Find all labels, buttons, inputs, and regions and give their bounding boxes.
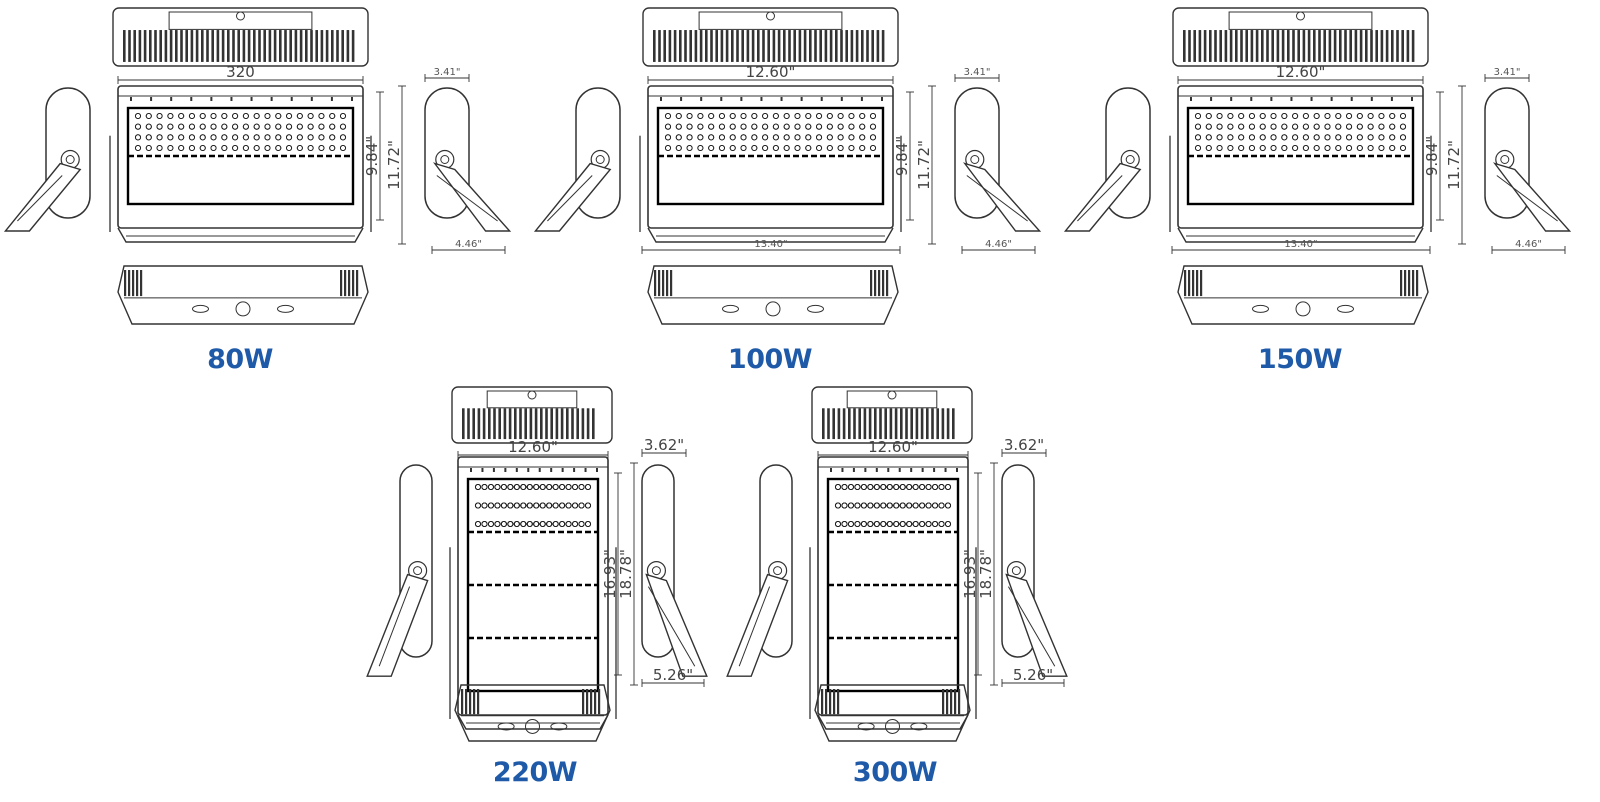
svg-text:12.60": 12.60" xyxy=(746,63,796,81)
front-view xyxy=(449,456,617,730)
dimension-width: 13.40" xyxy=(641,239,901,254)
svg-text:4.46": 4.46" xyxy=(455,239,482,250)
dimension-width: 12.60" xyxy=(817,438,969,459)
svg-text:9.84": 9.84" xyxy=(893,136,911,176)
side-view xyxy=(1063,87,1151,232)
dimension-width: 13.40" xyxy=(1171,239,1431,254)
svg-text:3.41": 3.41" xyxy=(964,67,991,78)
dimension-height: 11.72" xyxy=(915,85,936,245)
front-view xyxy=(809,456,977,730)
bottom-view xyxy=(814,684,971,742)
heatsink-view xyxy=(811,386,973,444)
bottom-view xyxy=(117,265,369,325)
side-view xyxy=(954,87,1042,232)
svg-text:100W: 100W xyxy=(728,344,812,375)
dimension-height: 18.78" xyxy=(617,462,638,686)
side-view xyxy=(366,464,433,677)
svg-text:3.41": 3.41" xyxy=(434,67,461,78)
dimension-width: 3.41" xyxy=(954,67,1000,82)
dimension-width: 12.60" xyxy=(1177,63,1424,84)
fixture-100w: 12.60" 9.84"11.72" 3.41" 4.46" 13.40" 100W xyxy=(533,7,1042,375)
fixture-80w: 320 9.84"11.72" 3.41" 4.46" 80W xyxy=(3,7,512,375)
heatsink-view xyxy=(112,7,369,67)
dimension-width: 320 xyxy=(117,63,364,84)
dimension-height: 16.93" xyxy=(601,472,622,676)
heatsink-view xyxy=(1172,7,1429,67)
svg-text:11.72": 11.72" xyxy=(915,140,933,190)
dimension-height: 11.72" xyxy=(1445,85,1466,245)
dimension-width: 3.62" xyxy=(1001,436,1047,457)
dimension-width: 5.26" xyxy=(641,666,705,687)
svg-text:5.26": 5.26" xyxy=(1013,666,1053,684)
side-view xyxy=(533,87,621,232)
bottom-view xyxy=(647,265,899,325)
svg-text:18.78": 18.78" xyxy=(617,549,635,599)
dimension-height: 11.72" xyxy=(385,85,406,245)
dimension-height: 18.78" xyxy=(977,462,998,686)
svg-text:300W: 300W xyxy=(853,757,937,788)
dimension-width: 5.26" xyxy=(1001,666,1065,687)
svg-text:3.62": 3.62" xyxy=(644,436,684,454)
front-view xyxy=(639,85,902,243)
bottom-view xyxy=(1177,265,1429,325)
bottom-view xyxy=(454,684,611,742)
dimension-width: 3.41" xyxy=(1484,67,1530,82)
front-view xyxy=(1169,85,1432,243)
dimension-height: 9.84" xyxy=(363,91,384,221)
dimension-height: 9.84" xyxy=(893,91,914,221)
svg-text:3.62": 3.62" xyxy=(1004,436,1044,454)
dimension-height: 16.93" xyxy=(961,472,982,676)
side-view xyxy=(3,87,91,232)
side-view xyxy=(1484,87,1572,232)
svg-text:16.93": 16.93" xyxy=(961,549,979,599)
dimension-height: 9.84" xyxy=(1423,91,1444,221)
svg-text:11.72": 11.72" xyxy=(385,140,403,190)
dimension-width: 4.46" xyxy=(431,239,506,254)
heatsink-view xyxy=(451,386,613,444)
svg-text:3.41": 3.41" xyxy=(1494,67,1521,78)
front-view xyxy=(109,85,372,243)
dimension-width: 12.60" xyxy=(647,63,894,84)
dimension-width: 4.46" xyxy=(961,239,1036,254)
side-view xyxy=(424,87,512,232)
svg-text:150W: 150W xyxy=(1258,344,1342,375)
side-view xyxy=(1001,464,1068,677)
svg-text:16.93": 16.93" xyxy=(601,549,619,599)
fixture-300w: 12.60" 16.93"18.78" 3.62" 5.26" 300W xyxy=(726,386,1068,788)
svg-text:4.46": 4.46" xyxy=(1515,239,1542,250)
svg-text:320: 320 xyxy=(226,63,255,81)
svg-text:13.40": 13.40" xyxy=(754,239,787,250)
svg-text:5.26": 5.26" xyxy=(653,666,693,684)
svg-text:11.72": 11.72" xyxy=(1445,140,1463,190)
svg-text:80W: 80W xyxy=(207,344,273,375)
dimension-width: 4.46" xyxy=(1491,239,1566,254)
heatsink-view xyxy=(642,7,899,67)
side-view xyxy=(726,464,793,677)
svg-text:12.60": 12.60" xyxy=(1276,63,1326,81)
svg-text:9.84": 9.84" xyxy=(363,136,381,176)
dimension-width: 3.41" xyxy=(424,67,470,82)
svg-text:13.40": 13.40" xyxy=(1284,239,1317,250)
dimension-width: 3.62" xyxy=(641,436,687,457)
svg-text:12.60": 12.60" xyxy=(868,438,918,456)
svg-text:220W: 220W xyxy=(493,757,577,788)
svg-text:18.78": 18.78" xyxy=(977,549,995,599)
dimension-width: 12.60" xyxy=(457,438,609,459)
svg-text:4.46": 4.46" xyxy=(985,239,1012,250)
side-view xyxy=(641,464,708,677)
fixture-150w: 12.60" 9.84"11.72" 3.41" 4.46" 13.40" 150W xyxy=(1063,7,1572,375)
svg-text:12.60": 12.60" xyxy=(508,438,558,456)
fixture-220w: 12.60" 16.93"18.78" 3.62" 5.26" 220W xyxy=(366,386,708,788)
svg-text:9.84": 9.84" xyxy=(1423,136,1441,176)
